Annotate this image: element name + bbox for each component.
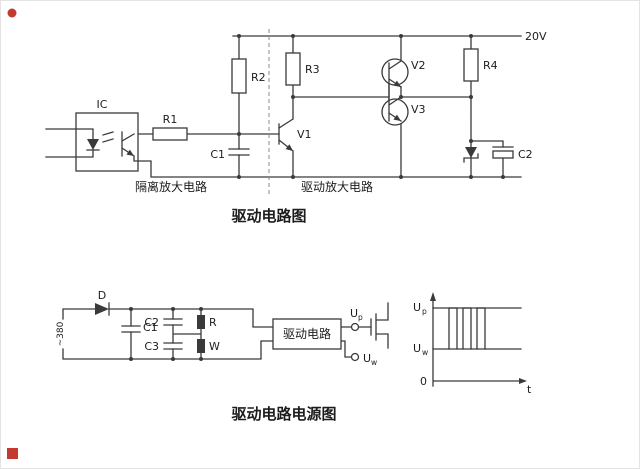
axis-label-up-sub: p [422, 307, 427, 316]
potentiometer-w-block [197, 339, 205, 353]
label-v2: V2 [411, 59, 426, 72]
supply-voltage-label: 20V [525, 30, 547, 43]
phototransistor-emitter-arrow [126, 149, 134, 156]
axis-label-t: t [527, 383, 532, 396]
junction-dot [129, 307, 133, 311]
transistor-v3-circle [381, 98, 409, 126]
junction-dot [171, 307, 175, 311]
waveform-plot: U p U w 0 t [413, 292, 532, 396]
junction-dot [399, 95, 403, 99]
junction-dot [237, 175, 241, 179]
junction-dot [291, 95, 295, 99]
drive-power-supply-diagram: ~380 D C1 C2 C3 R W 驱动电路 U p U w [56, 289, 532, 423]
transistor-v2-v3-leads [388, 60, 402, 122]
resistor-r-block [197, 315, 205, 329]
label-c1b: C1 [143, 321, 158, 334]
pulse-train [448, 307, 486, 350]
label-d: D [98, 289, 106, 302]
y-axis-arrow-icon [430, 292, 436, 301]
label-v3: V3 [411, 103, 426, 116]
optocoupler-ic-box [75, 112, 139, 172]
junction-dot [291, 34, 295, 38]
label-uw: U [363, 352, 371, 365]
label-up-sub: p [358, 313, 363, 322]
axis-label-zero: 0 [420, 375, 427, 388]
ac-source-label: ~380 [56, 321, 66, 346]
label-r4: R4 [483, 59, 498, 72]
capacitor-c3b-plates [163, 342, 183, 350]
label-c2b: C2 [144, 316, 159, 329]
up-terminal-icon [350, 322, 360, 332]
junction-dot [129, 357, 133, 361]
drive-circuit-box [272, 318, 342, 350]
section-label-drive-amplifier: 驱动放大电路 [301, 179, 373, 194]
capacitor-c1b-plates [121, 325, 141, 333]
top-diagram-title: 驱动电路图 [231, 207, 306, 225]
led-diode-icon [87, 139, 99, 150]
label-r1: R1 [163, 113, 178, 126]
junction-dot [501, 175, 505, 179]
label-ic: IC [97, 98, 108, 111]
junction-dot [237, 34, 241, 38]
drive-circuit-diagram: 20V R2 R3 R4 R1 IC C1 V1 V2 V3 C2 隔离放大电路… [45, 29, 547, 225]
junction-dots-bottom [129, 307, 203, 361]
diode-d-icon [95, 303, 109, 315]
junction-dot [469, 95, 473, 99]
resistor-r4 [463, 48, 479, 82]
label-c3b: C3 [144, 340, 159, 353]
uw-terminal-icon [350, 352, 360, 362]
label-uw-sub: w [371, 358, 377, 367]
junction-dot [199, 307, 203, 311]
waveform-axes [432, 295, 524, 387]
junction-dots-top [237, 34, 505, 179]
axis-label-uw: U [413, 342, 421, 355]
bottom-diagram-title: 驱动电路电源图 [231, 405, 336, 423]
label-w-block: W [209, 340, 220, 353]
junction-dot [399, 34, 403, 38]
drive-circuit-box-label: 驱动电路 [283, 326, 331, 341]
resistor-r3 [285, 52, 301, 86]
junction-dot [469, 34, 473, 38]
axis-label-up: U [413, 301, 421, 314]
junction-dot [399, 175, 403, 179]
axis-label-uw-sub: w [422, 348, 428, 357]
mosfet-icon [370, 302, 389, 349]
red-bullet-marker-bottom [7, 448, 18, 459]
label-r3: R3 [305, 63, 320, 76]
label-c2: C2 [518, 148, 533, 161]
junction-dot [171, 357, 175, 361]
transistor-v3-emitter-arrow [393, 114, 401, 121]
junction-dot [469, 139, 473, 143]
label-v1: V1 [297, 128, 312, 141]
phototransistor-icon [121, 131, 139, 162]
transistor-v2-circle [381, 58, 409, 86]
zener-diode-icon [465, 147, 477, 158]
zener-diode-bar [463, 153, 479, 163]
junction-dot [291, 175, 295, 179]
label-up: U [350, 307, 358, 320]
transistor-v2-emitter-arrow [393, 80, 401, 87]
resistor-r1 [152, 127, 188, 141]
junction-dot [199, 357, 203, 361]
capacitor-c1-plates [228, 148, 250, 156]
capacitor-c2-box-plate [492, 150, 514, 159]
label-r-block: R [209, 316, 217, 329]
section-label-isolation-amplifier: 隔离放大电路 [135, 179, 207, 194]
x-axis-arrow-icon [519, 378, 527, 384]
resistor-r2 [231, 58, 247, 94]
transistor-v1-emitter-arrow [285, 144, 293, 151]
capacitor-c2b-plates [163, 318, 183, 326]
red-bullet-marker-top [7, 8, 17, 18]
junction-dot [237, 132, 241, 136]
junction-dot [469, 175, 473, 179]
wires-path-bottom [62, 308, 372, 360]
label-r2: R2 [251, 71, 266, 84]
label-c1: C1 [210, 148, 225, 161]
optocoupler-led-wiring [75, 128, 114, 158]
